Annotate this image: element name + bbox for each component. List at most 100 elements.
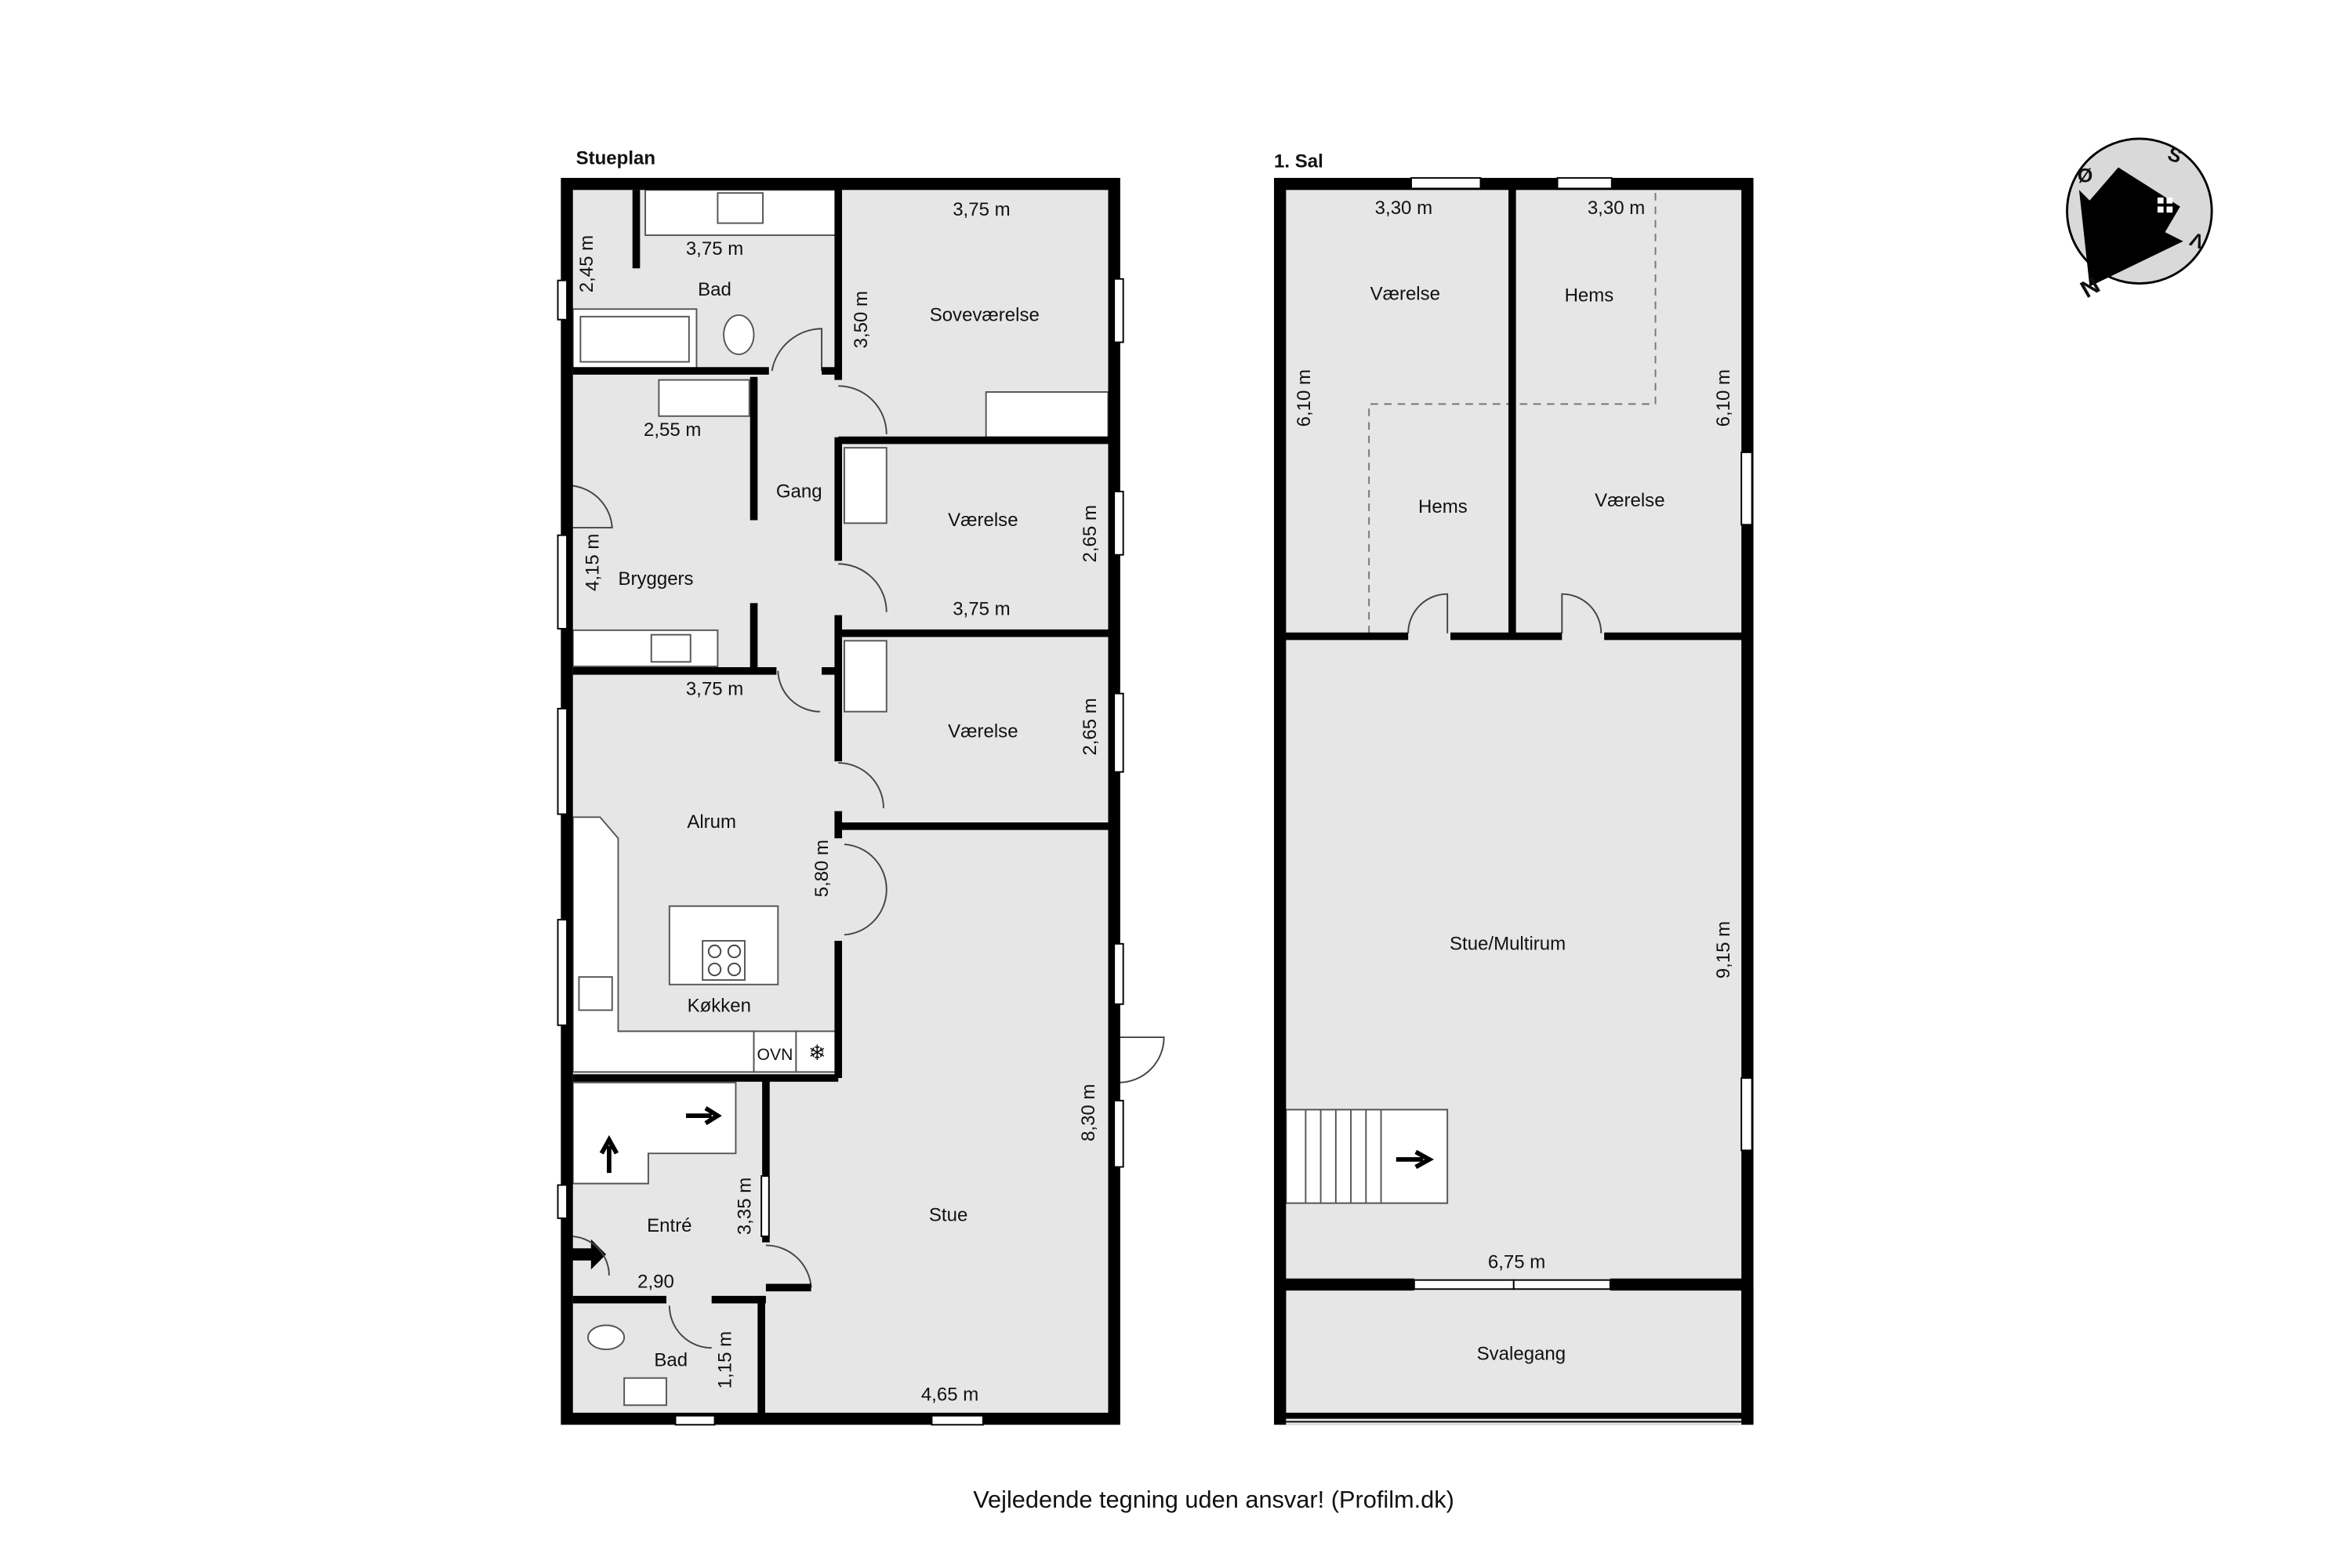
room-label-vaerelse: Værelse (1370, 284, 1440, 305)
room-label-entre: Entré (647, 1215, 691, 1236)
kitchen-sink-icon (578, 976, 613, 1011)
wardrobe (985, 391, 1109, 438)
room-label-vaerelse: Værelse (1595, 490, 1664, 511)
interior-wall (572, 183, 1109, 1417)
window (760, 1175, 770, 1237)
window (557, 534, 568, 630)
ground-floor-title: Stueplan (576, 148, 655, 169)
window (931, 1414, 984, 1426)
room-label-sovevaerelse: Soveværelse (930, 305, 1040, 326)
stair-arrow-icon (1396, 1149, 1435, 1169)
balcony-wall (1274, 1289, 1754, 1425)
stair-steps (1305, 1109, 1382, 1203)
door[interactable] (765, 1244, 812, 1288)
door[interactable] (838, 563, 887, 612)
door[interactable] (838, 762, 884, 808)
window (1113, 490, 1124, 556)
interior-wall (1281, 183, 1746, 641)
dimension-label: 3,30 m (1588, 198, 1645, 219)
oven (753, 1030, 797, 1073)
door[interactable] (1407, 593, 1449, 633)
door[interactable] (777, 670, 821, 713)
window (1113, 278, 1124, 343)
room-label-stue: Stue (929, 1205, 967, 1226)
room-label-vaerelse: Værelse (948, 510, 1018, 531)
first-floor-title: 1. Sal (1274, 151, 1323, 172)
dimension-label: 6,10 m (1294, 369, 1315, 426)
room-label-stue-multirum: Stue/Multirum (1450, 934, 1566, 955)
wardrobe (843, 640, 887, 713)
dimension-label: 1,15 m (715, 1331, 736, 1388)
room-label-gang: Gang (776, 481, 822, 503)
double-door[interactable] (844, 843, 887, 936)
dimension-label: 3,75 m (953, 199, 1010, 220)
window (557, 1184, 568, 1219)
disclaimer-footer: Vejledende tegning uden ansvar! (Profilm… (973, 1486, 1454, 1513)
window (557, 279, 568, 321)
sliding-door[interactable] (1512, 1279, 1611, 1290)
window (1740, 451, 1753, 526)
room-label-hems: Hems (1565, 285, 1614, 307)
stair-arrow-icon (686, 1106, 722, 1126)
utility-sink-icon (650, 633, 691, 663)
window (1113, 692, 1124, 773)
dimension-label: 2,45 m (576, 235, 597, 292)
door[interactable] (1561, 593, 1602, 633)
bathtub-inner (579, 315, 690, 363)
room-label-vaerelse: Værelse (948, 720, 1018, 742)
window (674, 1414, 716, 1426)
bryggers-cabinet (658, 379, 750, 417)
window (1556, 176, 1613, 190)
dimension-label: 3,75 m (953, 599, 1010, 620)
sink-icon (623, 1377, 667, 1406)
compass-house-icon: Ø S V N (2066, 137, 2213, 303)
door[interactable] (838, 385, 887, 434)
window (1740, 1077, 1753, 1152)
room-label-bad: Bad (698, 279, 731, 300)
door[interactable] (668, 1305, 712, 1349)
first-floor-plan: 1. Sal Værelse Hems Hems Værelse Stue/Mu… (1274, 151, 1754, 1425)
dimension-label: 3,35 m (735, 1178, 756, 1235)
dimension-label: 2,90 (637, 1271, 674, 1292)
ground-floor-plan: Stueplan OVN ❄ (557, 148, 1165, 1426)
dimension-label: 8,30 m (1078, 1084, 1099, 1142)
compass-label-east: Ø (2078, 165, 2092, 187)
dimension-label: 3,75 m (686, 679, 743, 700)
sink-icon (717, 192, 764, 224)
window (1113, 1099, 1124, 1168)
dimension-label: 5,80 m (811, 840, 833, 897)
dimension-label: 3,30 m (1375, 198, 1432, 219)
door[interactable] (771, 328, 823, 372)
dimension-label: 4,15 m (582, 534, 603, 591)
toilet-icon (587, 1324, 626, 1351)
room-label-bad: Bad (654, 1349, 688, 1370)
door[interactable] (569, 485, 613, 529)
dimension-label: 2,65 m (1080, 698, 1101, 755)
kitchen-counter (572, 816, 755, 1073)
dimension-label: 3,75 m (686, 238, 743, 260)
window (1113, 942, 1124, 1005)
window (557, 707, 568, 815)
oven-label: OVN (757, 1046, 793, 1064)
room-label-hems: Hems (1418, 496, 1468, 517)
snowflake-icon: ❄ (808, 1041, 826, 1065)
bryggers-counter (572, 629, 719, 667)
dimension-label: 9,15 m (1713, 921, 1734, 978)
dimension-label: 2,55 m (644, 419, 701, 441)
freezer (795, 1030, 840, 1073)
toilet-icon (723, 314, 755, 355)
dimension-label: 6,10 m (1713, 369, 1734, 426)
door[interactable] (569, 1235, 610, 1276)
stair-arrow-icon (599, 1134, 619, 1174)
window (1410, 176, 1482, 190)
room-label-koekken: Køkken (688, 995, 751, 1016)
dimension-label: 4,65 m (921, 1385, 978, 1406)
wardrobe (843, 447, 887, 524)
room-label-svalegang: Svalegang (1477, 1344, 1566, 1365)
room-label-bryggers: Bryggers (618, 568, 693, 590)
dimension-label: 3,50 m (851, 291, 872, 348)
window (557, 919, 568, 1026)
door[interactable] (1120, 1036, 1165, 1083)
room-label-alrum: Alrum (687, 811, 736, 833)
